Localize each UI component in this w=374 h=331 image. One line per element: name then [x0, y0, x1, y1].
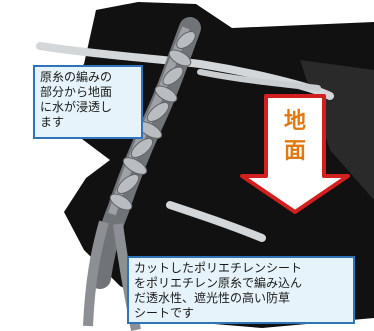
product-description-callout: カットしたポリエチレンシート をポリエチレン原糸で編み込ん だ透水性、遮光性の高…	[127, 256, 355, 324]
ground-arrow	[240, 94, 350, 214]
strip-middle	[197, 69, 321, 91]
water-permeation-callout: 原糸の編みの 部分から地面 に水が浸透し ます	[33, 65, 143, 139]
strip-lower	[166, 201, 266, 242]
braided-yarn	[83, 17, 201, 331]
ground-label: 地 面	[283, 109, 306, 164]
